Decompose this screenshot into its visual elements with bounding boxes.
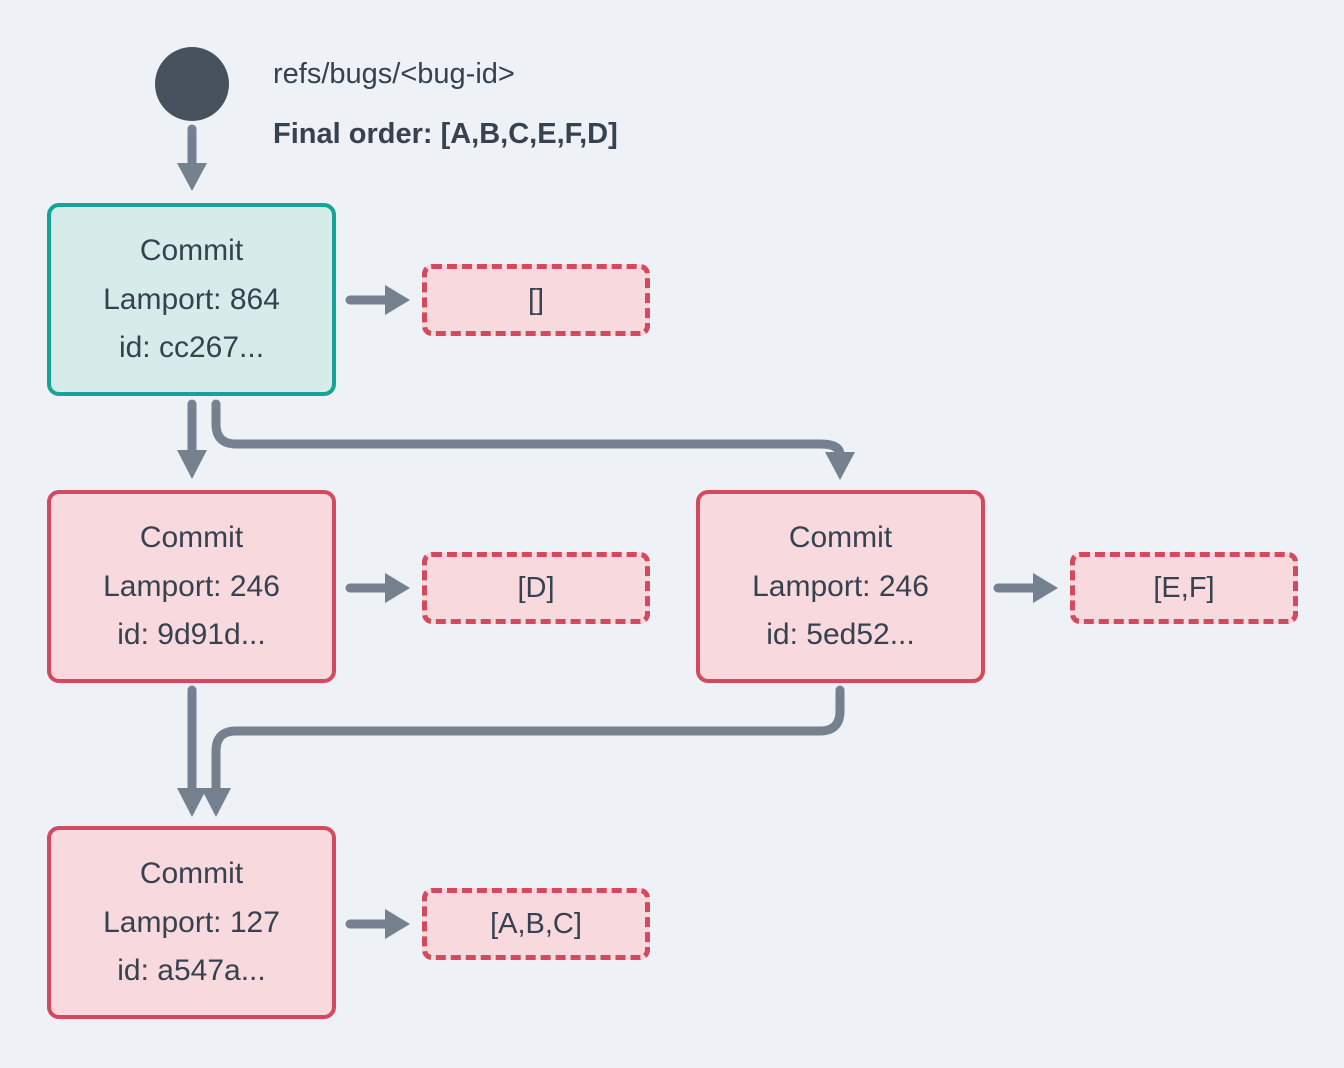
ops-box-head: [] [422,264,650,336]
commit-lamport: Lamport: 246 [103,569,280,603]
ops-list: [A,B,C] [490,907,582,940]
arrow-head-to-right-child [211,399,855,480]
arrow-ref-to-head [177,124,207,191]
commit-id: id: a547a... [117,954,266,988]
arrow-left-to-merge-child [177,685,207,817]
arrow-right-to-merge-child [201,685,845,817]
arrow-head-to-ops [345,285,410,315]
commit-title: Commit [788,521,893,555]
commit-title: Commit [139,857,244,891]
arrow-head-to-left-child [177,399,207,479]
commit-lamport: Lamport: 127 [103,905,280,939]
commit-node-bottom: Commit Lamport: 127 id: a547a... [47,826,336,1019]
ops-list: [D] [517,571,555,604]
commit-lamport: Lamport: 246 [752,569,929,603]
commit-node-left: Commit Lamport: 246 id: 9d91d... [47,490,336,683]
commit-lamport: Lamport: 864 [103,282,280,316]
commit-title: Commit [139,521,244,555]
ops-box-right: [E,F] [1070,552,1298,624]
arrow-right-to-ops [993,573,1058,603]
final-order-label: Final order: [A,B,C,E,F,D] [273,118,618,150]
arrow-bottom-to-ops [345,909,410,939]
arrow-left-to-ops [345,573,410,603]
ops-list: [] [527,283,545,316]
ops-box-bottom: [A,B,C] [422,888,650,960]
commit-node-right: Commit Lamport: 246 id: 5ed52... [696,490,985,683]
commit-node-head: Commit Lamport: 864 id: cc267... [47,203,336,396]
commit-id: id: cc267... [118,331,265,365]
commit-id: id: 5ed52... [766,618,915,652]
ops-box-left: [D] [422,552,650,624]
ref-node-icon [155,47,229,121]
ops-list: [E,F] [1153,571,1215,604]
ref-name-label: refs/bugs/<bug-id> [273,58,515,90]
commit-title: Commit [139,234,244,268]
commit-id: id: 9d91d... [117,618,266,652]
